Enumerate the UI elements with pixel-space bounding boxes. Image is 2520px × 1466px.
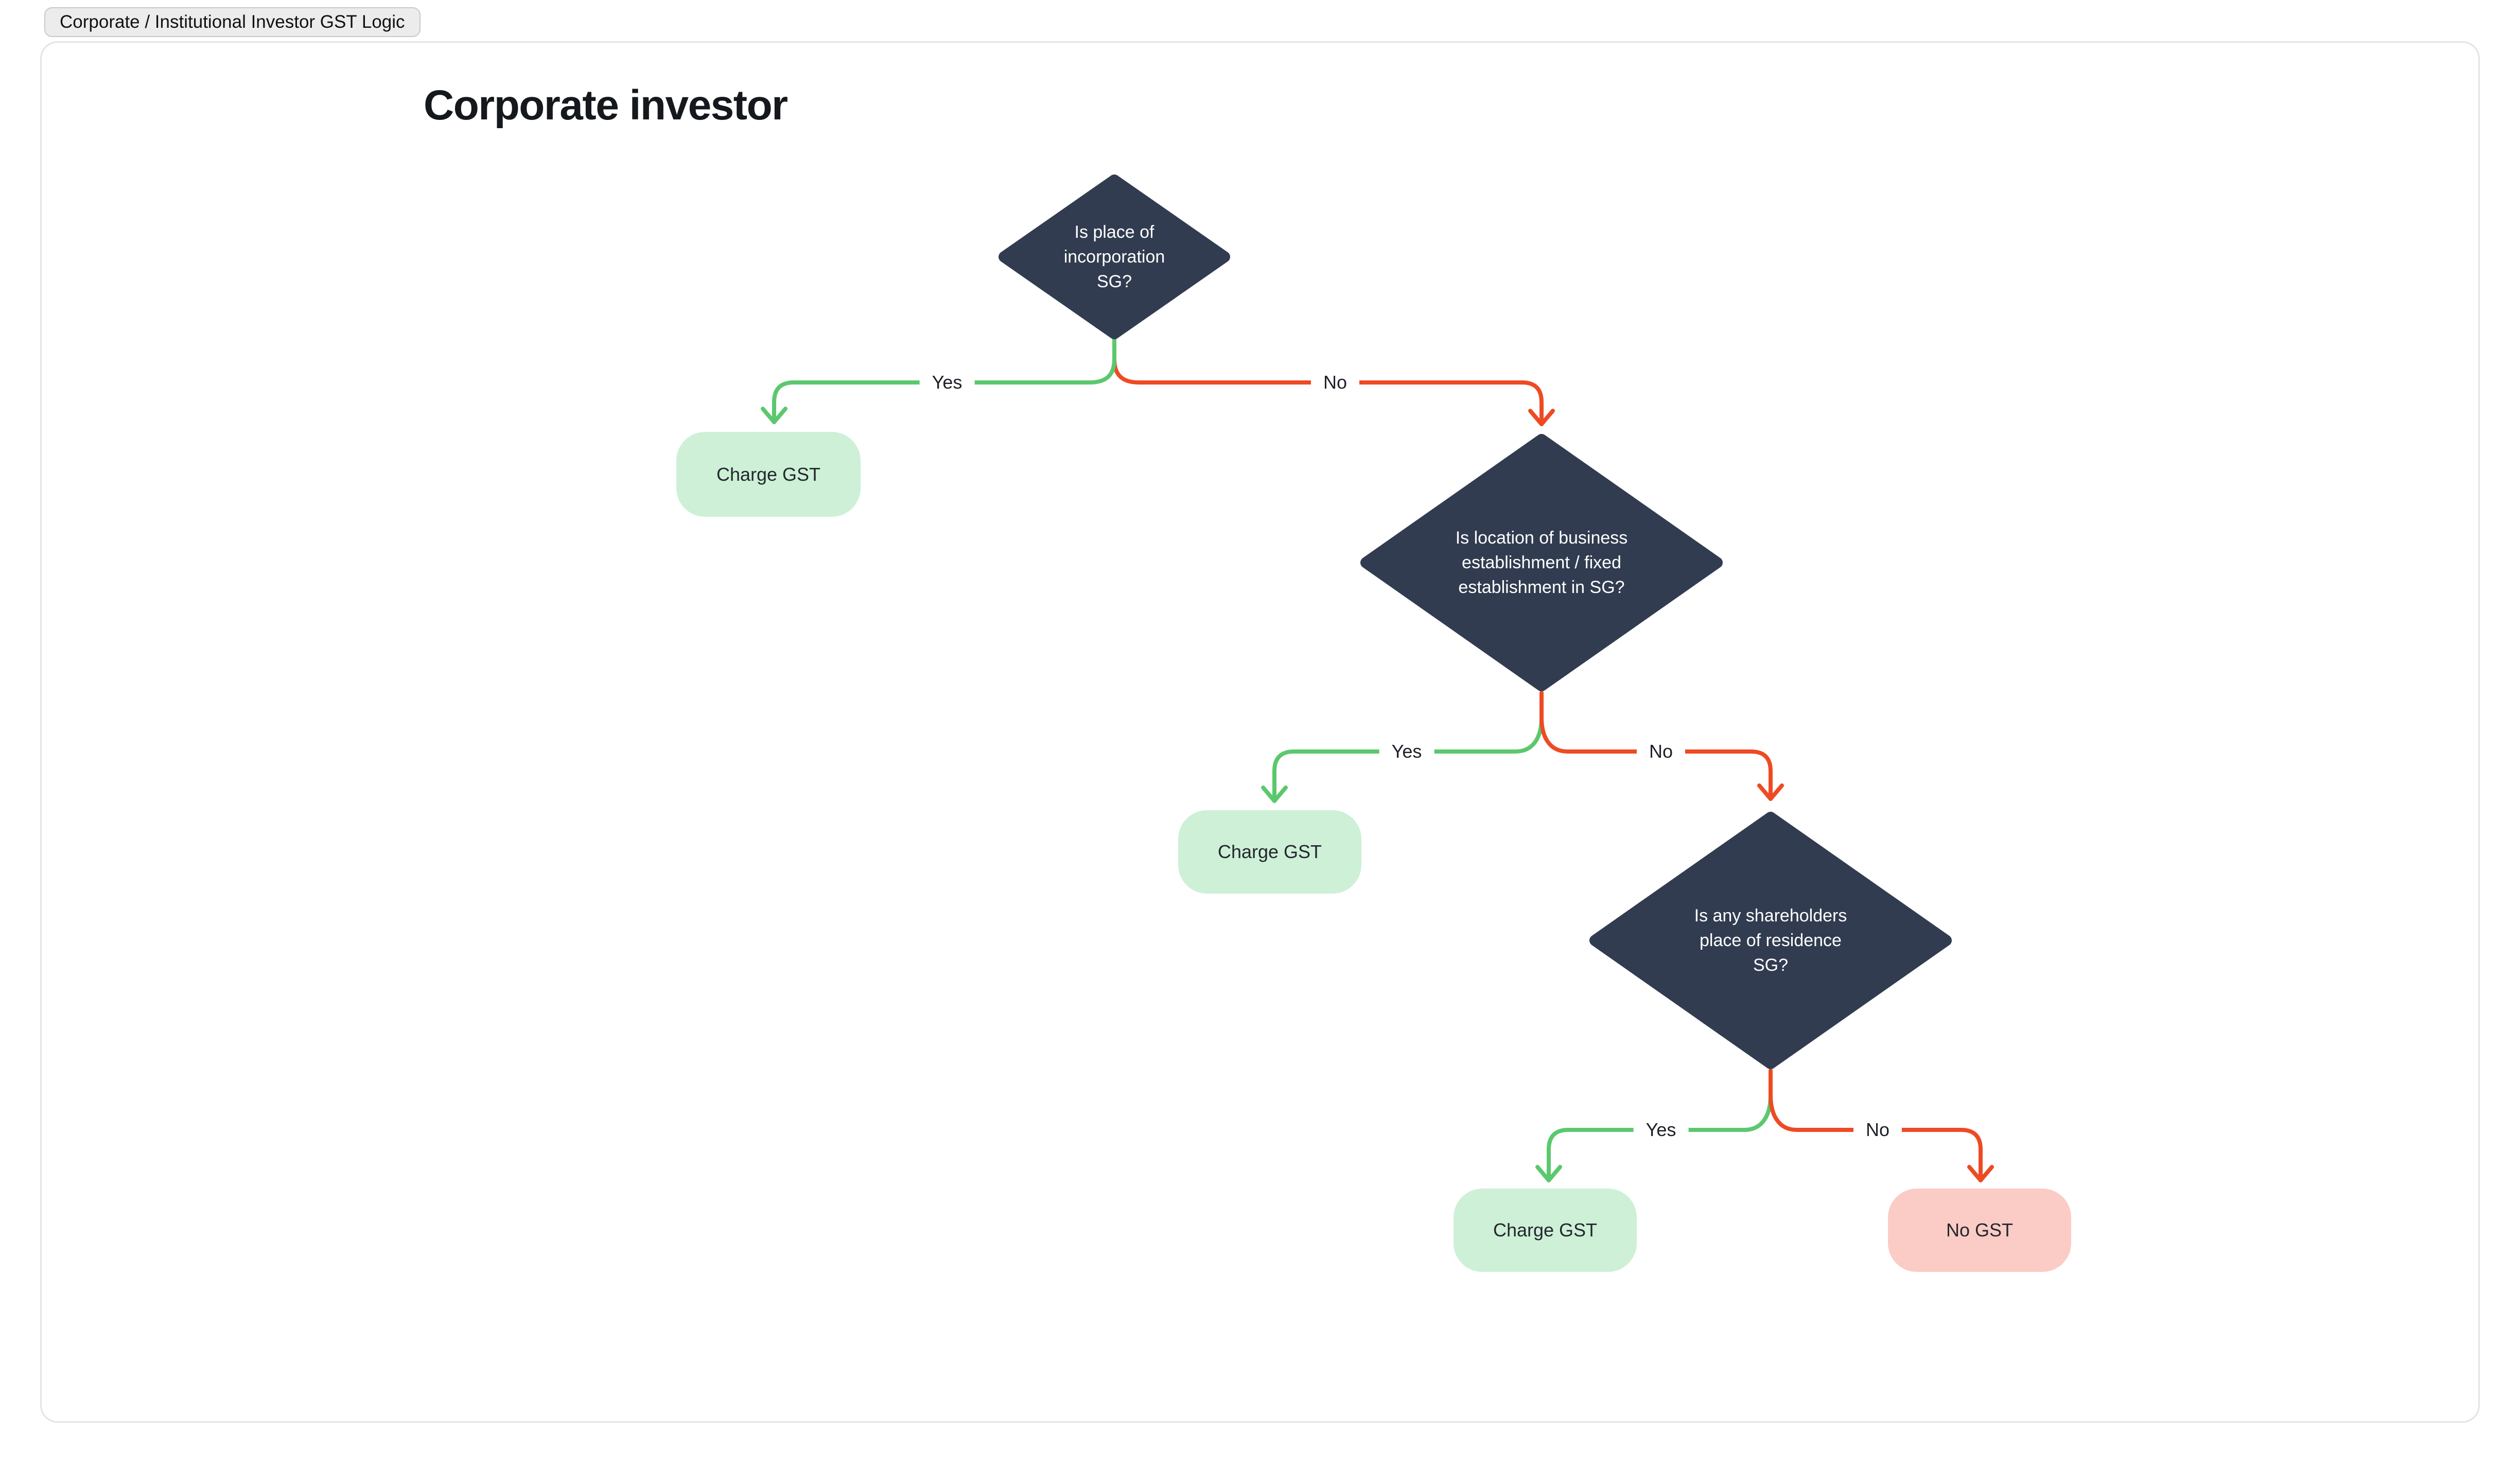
canvas-card xyxy=(40,41,2480,1423)
diagram-tab[interactable]: Corporate / Institutional Investor GST L… xyxy=(44,7,421,37)
result-node-charge-gst-1[interactable]: Charge GST xyxy=(676,432,861,517)
result-label: Charge GST xyxy=(1493,1219,1598,1241)
result-node-charge-gst-3[interactable]: Charge GST xyxy=(1454,1189,1637,1272)
decision-node-q1[interactable]: Is place of incorporation SG? xyxy=(998,174,1231,340)
edge-label-q1-yes: Yes xyxy=(919,370,975,395)
result-label: No GST xyxy=(1946,1219,2014,1241)
diagram-tab-label: Corporate / Institutional Investor GST L… xyxy=(60,12,405,32)
edge-label-q3-yes: Yes xyxy=(1633,1117,1689,1143)
diamond-shape xyxy=(1360,434,1723,691)
edge-label-q3-no: No xyxy=(1853,1117,1902,1143)
result-node-no-gst[interactable]: No GST xyxy=(1888,1189,2071,1272)
decision-label: Is any shareholders place of residence S… xyxy=(1694,906,1847,975)
edge-label-q2-no: No xyxy=(1636,739,1686,764)
result-label: Charge GST xyxy=(716,463,821,485)
diamond-shape xyxy=(999,174,1230,339)
edge-label-q1-no: No xyxy=(1310,370,1360,395)
diamond-shape xyxy=(1589,812,1952,1069)
result-node-charge-gst-2[interactable]: Charge GST xyxy=(1178,810,1361,894)
edge-label-q2-yes: Yes xyxy=(1379,739,1434,764)
decision-label: Is location of business establishment / … xyxy=(1455,528,1628,597)
result-label: Charge GST xyxy=(1217,841,1322,862)
decision-node-q3[interactable]: Is any shareholders place of residence S… xyxy=(1588,810,1953,1071)
page-title: Corporate investor xyxy=(424,82,788,129)
decision-node-q2[interactable]: Is location of business establishment / … xyxy=(1359,432,1724,693)
decision-label: Is place of incorporation SG? xyxy=(1063,222,1165,291)
